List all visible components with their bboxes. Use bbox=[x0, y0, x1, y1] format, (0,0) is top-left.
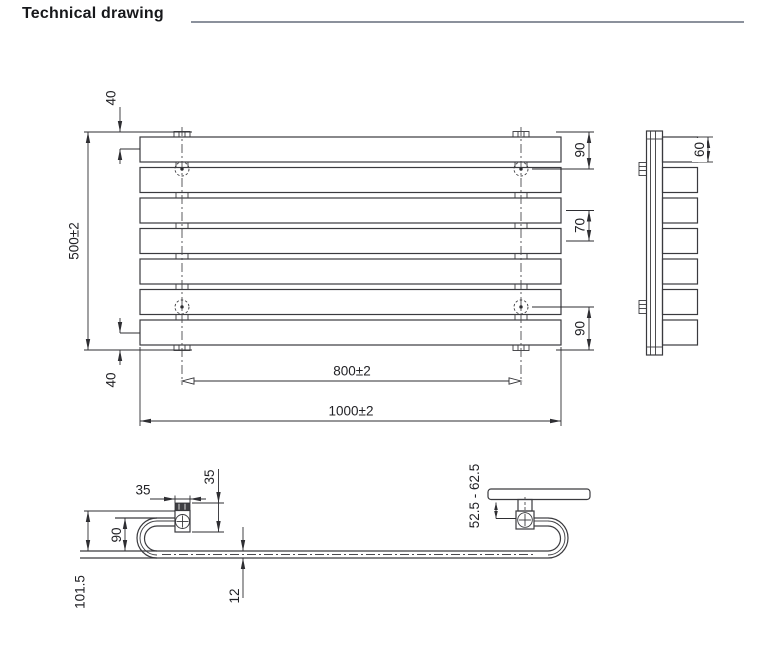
side-panel-section bbox=[661, 197, 699, 224]
screw-center-dot bbox=[180, 167, 184, 171]
plan-bracket-width-label: 35 bbox=[135, 483, 150, 498]
wall-fixing-studs bbox=[638, 162, 647, 314]
dim-front-top-offset: 40 bbox=[104, 90, 140, 164]
panel-slat bbox=[139, 136, 562, 163]
screw-circle bbox=[513, 161, 529, 177]
screw-circle bbox=[513, 299, 529, 315]
screw-center-dot bbox=[180, 305, 184, 309]
panel-slat bbox=[139, 319, 562, 346]
front-top-connection-label: 90 bbox=[573, 142, 588, 157]
side-view: 60 bbox=[638, 130, 713, 356]
side-panel-section bbox=[661, 166, 699, 194]
plan-wall-distance-label: 52.5 - 62.5 bbox=[467, 464, 482, 529]
left-bracket-fitting bbox=[174, 502, 191, 533]
front-bottom-offset-label: 40 bbox=[104, 372, 119, 387]
plan-bend-depth-label: 90 bbox=[109, 527, 124, 542]
screw-circle bbox=[174, 161, 190, 177]
dim-plan-bend-depth: 90 bbox=[109, 518, 128, 551]
plan-panel-thickness-label: 12 bbox=[227, 588, 242, 603]
front-top-offset-label: 40 bbox=[104, 90, 119, 105]
dim-plan-panel-thickness: 12 bbox=[227, 527, 246, 604]
dim-front-bracket-spacing: 800±2 bbox=[180, 364, 523, 385]
front-view: 500±2 40 40 bbox=[67, 90, 594, 426]
side-panel-section bbox=[661, 227, 699, 255]
dim-plan-bracket-width: 35 bbox=[135, 483, 206, 503]
panel-slat bbox=[139, 166, 562, 194]
wall-plate bbox=[487, 488, 591, 501]
bracket-tabs bbox=[173, 131, 530, 351]
front-middle-spacing-label: 70 bbox=[573, 218, 588, 233]
front-bracket-spacing-label: 800±2 bbox=[333, 364, 370, 379]
panel-slat bbox=[139, 197, 562, 224]
front-width-label: 1000±2 bbox=[329, 404, 374, 419]
title-rule-line bbox=[191, 21, 744, 23]
panel-slats bbox=[139, 136, 562, 346]
side-panel-section bbox=[661, 288, 699, 316]
dim-plan-total-depth: 101.5 bbox=[73, 510, 175, 609]
screw-center-dot bbox=[519, 167, 523, 171]
dim-front-height: 500±2 bbox=[67, 131, 192, 351]
panel-slat bbox=[139, 227, 562, 255]
screw-circle bbox=[174, 299, 190, 315]
side-panel-section bbox=[661, 319, 699, 346]
bracket-fitting bbox=[515, 510, 535, 530]
bracket-centerlines bbox=[181, 127, 522, 385]
wall-hook-hatch bbox=[174, 502, 191, 511]
screw-center-dot bbox=[519, 305, 523, 309]
dim-front-bottom-connection: 90 bbox=[532, 306, 594, 351]
screw-symbols bbox=[174, 161, 529, 315]
right-wall-bracket bbox=[487, 488, 591, 530]
panel-tube bbox=[80, 517, 569, 559]
collector-bar bbox=[645, 130, 664, 356]
side-panel-section bbox=[661, 258, 699, 285]
dim-front-top-connection: 90 bbox=[532, 131, 594, 170]
panel-slat bbox=[139, 258, 562, 285]
dim-plan-bracket-depth: 35 bbox=[192, 469, 224, 533]
front-height-label: 500±2 bbox=[67, 222, 82, 259]
bracket-gap-clips bbox=[175, 161, 528, 321]
dim-front-bottom-offset: 40 bbox=[104, 318, 140, 388]
plan-total-depth-label: 101.5 bbox=[73, 575, 88, 609]
page-title: Technical drawing bbox=[22, 5, 164, 22]
plan-bracket-depth-label: 35 bbox=[202, 469, 217, 484]
dim-front-width: 1000±2 bbox=[139, 347, 562, 426]
dim-side-panel-height: 60 bbox=[692, 136, 713, 163]
plan-view: 35 35 90 bbox=[73, 464, 591, 609]
panel-slat bbox=[139, 288, 562, 316]
side-panel-height-label: 60 bbox=[692, 142, 707, 157]
dim-front-middle-spacing: 70 bbox=[566, 210, 594, 242]
front-bottom-connection-label: 90 bbox=[573, 321, 588, 336]
side-panel-sections bbox=[661, 136, 699, 346]
dim-plan-wall-distance: 52.5 - 62.5 bbox=[467, 464, 516, 529]
